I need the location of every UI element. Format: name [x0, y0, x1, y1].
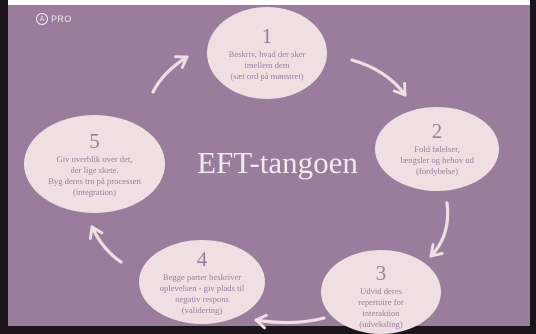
- arrow-2-to-3: [429, 201, 450, 258]
- arrow-1-to-2: [350, 58, 407, 97]
- step-3-text: Udvid deres repertoire for interaktion (…: [358, 285, 404, 329]
- step-3-number: 3: [375, 260, 387, 285]
- step-4-number: 4: [196, 246, 208, 271]
- step-4-text: Begge parter beskriver oplevelsen - giv …: [159, 271, 245, 315]
- step-5-number: 5: [89, 128, 100, 153]
- bottom-border: [0, 326, 536, 334]
- step-3-circle: 3 Udvid deres repertoire for interaktion…: [321, 250, 441, 334]
- step-5-text: Giv overblik over det, der lige skete. B…: [48, 153, 141, 197]
- pro-logo: A PRO: [36, 13, 72, 25]
- step-4-circle: 4 Begge parter beskriver oplevelsen - gi…: [139, 240, 265, 324]
- arrow-5-to-1: [151, 55, 189, 94]
- step-2-circle: 2 Fold følelser, længsler og behov ud (f…: [375, 107, 499, 191]
- step-1-circle: 1 Beskriv, hvad der sker imellem dem (sæ…: [207, 7, 327, 99]
- left-border: [0, 0, 8, 334]
- top-border: [0, 0, 536, 5]
- right-border: [530, 0, 536, 334]
- arrow-3-to-4: [254, 313, 326, 330]
- arrow-4-to-5: [88, 225, 123, 264]
- step-5-circle: 5 Giv overblik over det, der lige skete.…: [24, 115, 165, 213]
- step-2-text: Fold følelser, længsler og behov ud (for…: [400, 144, 474, 176]
- step-2-number: 2: [431, 119, 443, 143]
- step-1-text: Beskriv, hvad der sker imellem dem (sæt …: [228, 49, 306, 81]
- logo-mark-icon: A: [36, 13, 48, 25]
- logo-text: PRO: [51, 14, 72, 24]
- step-1-number: 1: [261, 24, 273, 48]
- diagram-title: EFT-tangoen: [197, 145, 358, 180]
